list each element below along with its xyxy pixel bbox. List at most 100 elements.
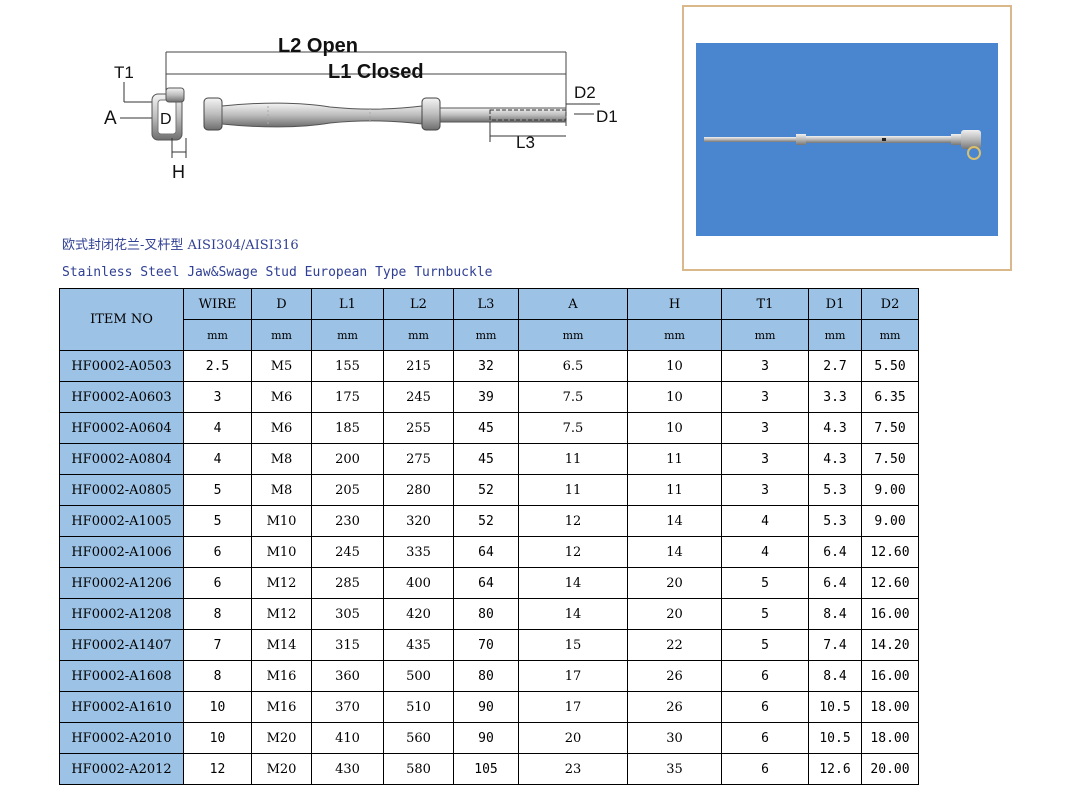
table-cell: 39 — [453, 381, 519, 413]
item-no-cell: HF0002-A1208 — [59, 598, 184, 630]
table-cell: 11 — [627, 474, 722, 506]
table-cell: 105 — [453, 753, 519, 785]
table-cell: 4 — [721, 536, 809, 568]
table-cell: 10 — [627, 381, 722, 413]
table-cell: 335 — [383, 536, 454, 568]
table-cell: 9.00 — [861, 505, 919, 537]
table-cell: 70 — [453, 629, 519, 661]
table-cell: 275 — [383, 443, 454, 475]
table-cell: 16.00 — [861, 598, 919, 630]
table-cell: M10 — [251, 536, 312, 568]
table-units-row: mm mm mm mm mm mm mm mm mm mm — [60, 319, 919, 351]
item-no-cell: HF0002-A0805 — [59, 474, 184, 506]
diagram-label-l1: L1 Closed — [328, 61, 424, 83]
item-no-cell: HF0002-A2012 — [59, 753, 184, 785]
table-cell: 11 — [518, 443, 628, 475]
item-no-cell: HF0002-A0804 — [59, 443, 184, 475]
table-cell: 12 — [183, 753, 252, 785]
item-no-cell: HF0002-A0603 — [59, 381, 184, 413]
table-cell: 80 — [453, 660, 519, 692]
table-cell: 2.7 — [808, 350, 862, 382]
table-cell: 435 — [383, 629, 454, 661]
product-photo-frame — [682, 5, 1012, 271]
table-cell: 6.4 — [808, 567, 862, 599]
table-cell: 22 — [627, 629, 722, 661]
header-d2: D2 — [861, 288, 919, 320]
table-cell: 7 — [183, 629, 252, 661]
table-cell: 5.3 — [808, 505, 862, 537]
table-cell: 6 — [721, 753, 809, 785]
table-cell: 6 — [721, 722, 809, 754]
header-a: A — [518, 288, 628, 320]
table-cell: 11 — [627, 443, 722, 475]
table-cell: 4 — [721, 505, 809, 537]
table-cell: 14 — [627, 536, 722, 568]
item-no-cell: HF0002-A1006 — [59, 536, 184, 568]
table-cell: 7.5 — [518, 381, 628, 413]
table-cell: 3 — [721, 474, 809, 506]
table-cell: M6 — [251, 381, 312, 413]
table-cell: M14 — [251, 629, 312, 661]
table-cell: 3.3 — [808, 381, 862, 413]
header-l2: L2 — [383, 288, 454, 320]
table-cell: 90 — [453, 722, 519, 754]
table-cell: M5 — [251, 350, 312, 382]
table-cell: 14 — [627, 505, 722, 537]
table-header-row: ITEM NO WIRE D L1 L2 L3 A H T1 D1 D2 — [59, 288, 919, 351]
table-cell: 12 — [518, 505, 628, 537]
table-cell: 12 — [518, 536, 628, 568]
diagram-label-d: D — [160, 111, 172, 128]
table-cell: M12 — [251, 567, 312, 599]
unit-cell: mm — [721, 319, 809, 351]
unit-cell: mm — [383, 319, 454, 351]
table-cell: 320 — [383, 505, 454, 537]
diagram-label-h: H — [172, 162, 185, 182]
table-cell: 12.60 — [861, 536, 919, 568]
unit-cell: mm — [251, 319, 312, 351]
table-cell: M8 — [251, 443, 312, 475]
table-cell: 20.00 — [861, 753, 919, 785]
table-cell: 9.00 — [861, 474, 919, 506]
table-cell: 23 — [518, 753, 628, 785]
diagram-label-t1: T1 — [114, 63, 134, 82]
unit-cell: mm — [627, 319, 722, 351]
table-cell: 52 — [453, 474, 519, 506]
table-cell: 20 — [627, 598, 722, 630]
header-d1: D1 — [808, 288, 862, 320]
header-d: D — [251, 288, 312, 320]
table-cell: M10 — [251, 505, 312, 537]
table-cell: 3 — [721, 443, 809, 475]
table-cell: 15 — [518, 629, 628, 661]
table-cell: 10 — [627, 412, 722, 444]
table-cell: 17 — [518, 691, 628, 723]
table-cell: 10 — [183, 691, 252, 723]
table-cell: 12.6 — [808, 753, 862, 785]
table-cell: 5 — [183, 505, 252, 537]
table-cell: 3 — [721, 381, 809, 413]
table-cell: 10.5 — [808, 691, 862, 723]
table-cell: 560 — [383, 722, 454, 754]
table-cell: 370 — [311, 691, 384, 723]
table-cell: 5 — [721, 629, 809, 661]
unit-cell: mm — [311, 319, 384, 351]
header-item-no: ITEM NO — [59, 288, 184, 351]
table-cell: 4.3 — [808, 412, 862, 444]
table-cell: 280 — [383, 474, 454, 506]
table-cell: M6 — [251, 412, 312, 444]
table-cell: 155 — [311, 350, 384, 382]
table-cell: 8.4 — [808, 598, 862, 630]
header-h: H — [627, 288, 722, 320]
table-cell: M16 — [251, 660, 312, 692]
diagram-label-a: A — [104, 108, 117, 129]
unit-cell: mm — [183, 319, 252, 351]
header-l1: L1 — [311, 288, 384, 320]
